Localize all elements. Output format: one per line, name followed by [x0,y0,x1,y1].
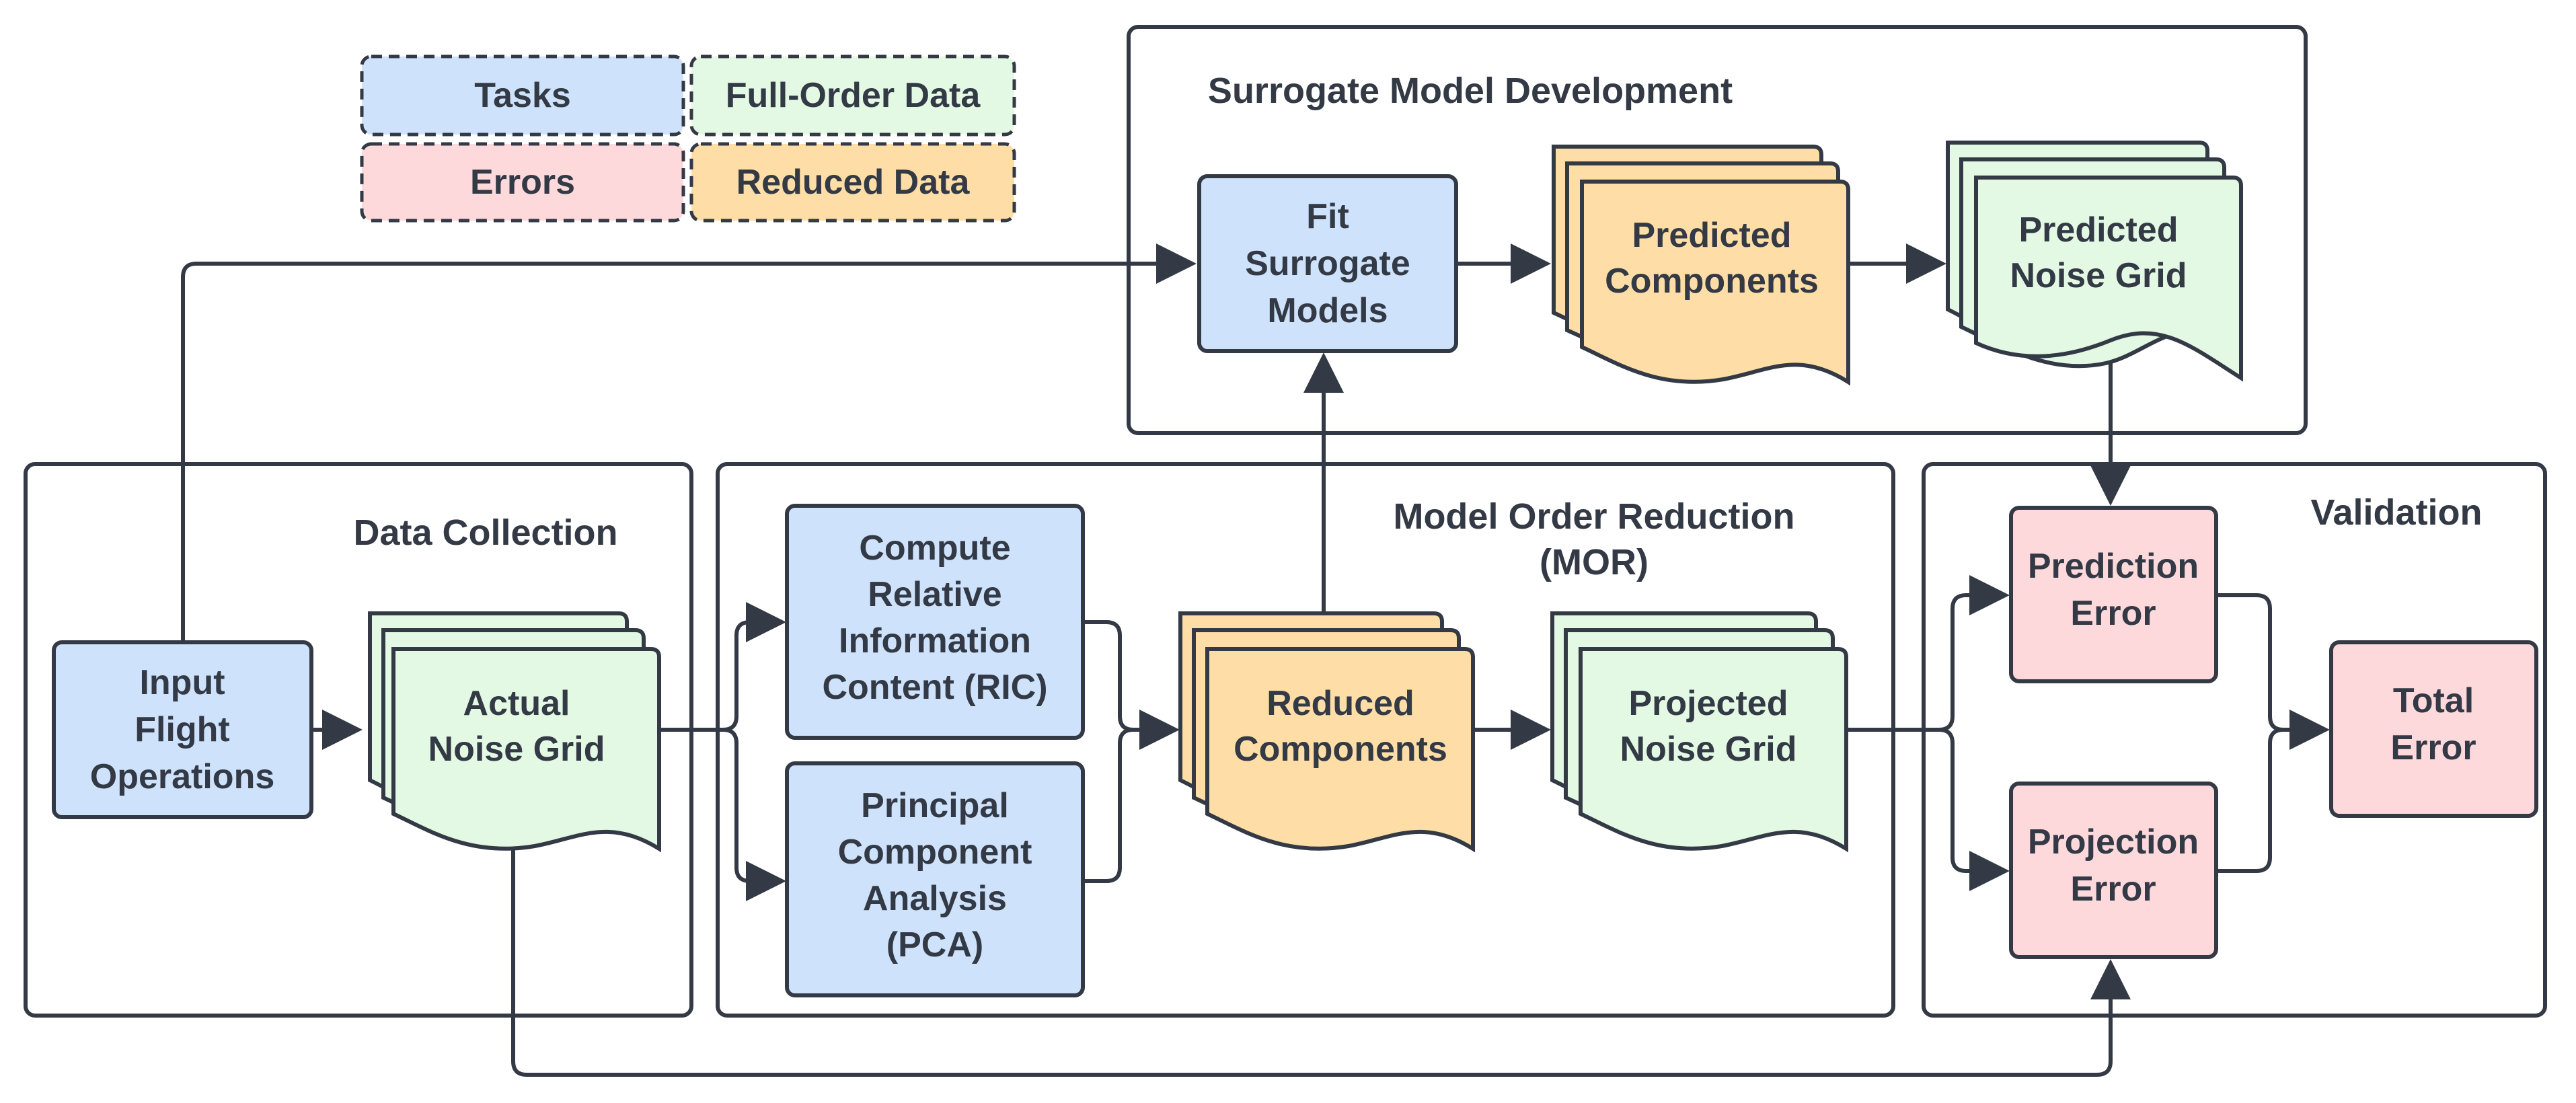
legend-full-order-data-label: Full-Order Data [726,76,981,115]
node-projected-line1: Projected [1629,684,1788,723]
legend-tasks-swatch [360,54,685,137]
node-predicted-noise-grid[interactable]: Predicted Noise Grid [1946,141,2243,382]
node-prediction-error[interactable]: Prediction Error [2009,506,2218,683]
legend-full-order-data-swatch [689,54,1016,137]
node-ric-line4: Content (RIC) [822,668,1047,707]
arrow-projected-to-projection-error [1938,728,2010,891]
legend-reduced-data-swatch [689,142,1016,223]
node-reduced-line1: Reduced [1266,684,1414,723]
node-total-error[interactable]: Total Error [2329,640,2538,818]
node-projected-line2: Noise Grid [1620,730,1797,769]
node-predicted-components-line2: Components [1605,262,1819,301]
node-pca[interactable]: Principal Component Analysis (PCA) [785,761,1085,997]
arrow-ric-to-reduced [1083,620,1134,732]
node-prediction-error-line1: Prediction [2028,547,2199,586]
node-compute-ric[interactable]: Compute Relative Information Content (RI… [785,504,1085,740]
node-fit-surrogate-models[interactable]: Fit Surrogate Models [1197,174,1458,353]
node-actual-line1: Actual [463,684,570,723]
node-total-error-line2: Error [2390,728,2476,767]
arrow-actual-to-pca [722,728,786,901]
node-input-line3: Operations [90,757,275,796]
node-predicted-components[interactable]: Predicted Components [1552,145,1850,386]
node-input-line2: Flight [135,710,230,749]
node-actual-line2: Noise Grid [428,730,605,769]
node-pca-line4: (PCA) [886,925,983,964]
node-pca-line1: Principal [861,786,1009,825]
arrow-projection-error-to-total [2216,710,2330,873]
node-total-error-line1: Total [2393,681,2474,720]
node-fit-line1: Fit [1306,197,1349,236]
legend: Tasks Full-Order Data Errors Reduced Dat… [360,54,1016,223]
node-projection-error-line2: Error [2070,870,2156,909]
node-ric-line2: Relative [868,575,1001,614]
legend-reduced-data-label: Reduced Data [736,163,971,202]
arrow-pca-to-reduced [1083,710,1180,883]
node-ric-line1: Compute [859,529,1010,568]
arrow-prediction-error-to-total [2216,593,2284,732]
arrow-input-to-fit-surrogate [181,243,1197,642]
node-predicted-noise-grid-line1: Predicted [2019,211,2179,250]
node-reduced-components[interactable]: Reduced Components [1178,611,1475,853]
mor-panel-title-line2: (MOR) [1540,542,1649,582]
node-projection-error[interactable]: Projection Error [2009,782,2218,959]
mor-panel-title-line1: Model Order Reduction [1393,496,1794,537]
node-fit-line2: Surrogate [1245,244,1410,283]
arrow-actual-to-projection-error [511,837,2131,1077]
legend-errors-swatch [360,142,685,223]
node-pca-line2: Component [838,833,1032,872]
legend-tasks-label: Tasks [474,76,571,115]
validation-panel-title: Validation [2310,492,2482,533]
connectors [181,243,2330,1077]
node-input-flight-operations[interactable]: Input Flight Operations [52,640,313,819]
surrogate-panel-title: Surrogate Model Development [1208,71,1733,111]
data-collection-panel-title: Data Collection [353,512,617,553]
node-predicted-noise-grid-line2: Noise Grid [2010,256,2187,295]
node-predicted-components-line1: Predicted [1632,216,1792,255]
node-prediction-error-line2: Error [2070,594,2156,633]
node-pca-line3: Analysis [863,879,1007,918]
node-ric-line3: Information [839,621,1031,660]
node-projected-noise-grid[interactable]: Projected Noise Grid [1550,611,1848,853]
legend-errors-label: Errors [470,163,575,202]
node-fit-line3: Models [1267,291,1388,330]
node-projection-error-line1: Projection [2028,823,2199,862]
node-reduced-line2: Components [1234,730,1447,769]
node-actual-noise-grid[interactable]: Actual Noise Grid [368,611,661,853]
node-input-line1: Input [139,663,225,702]
